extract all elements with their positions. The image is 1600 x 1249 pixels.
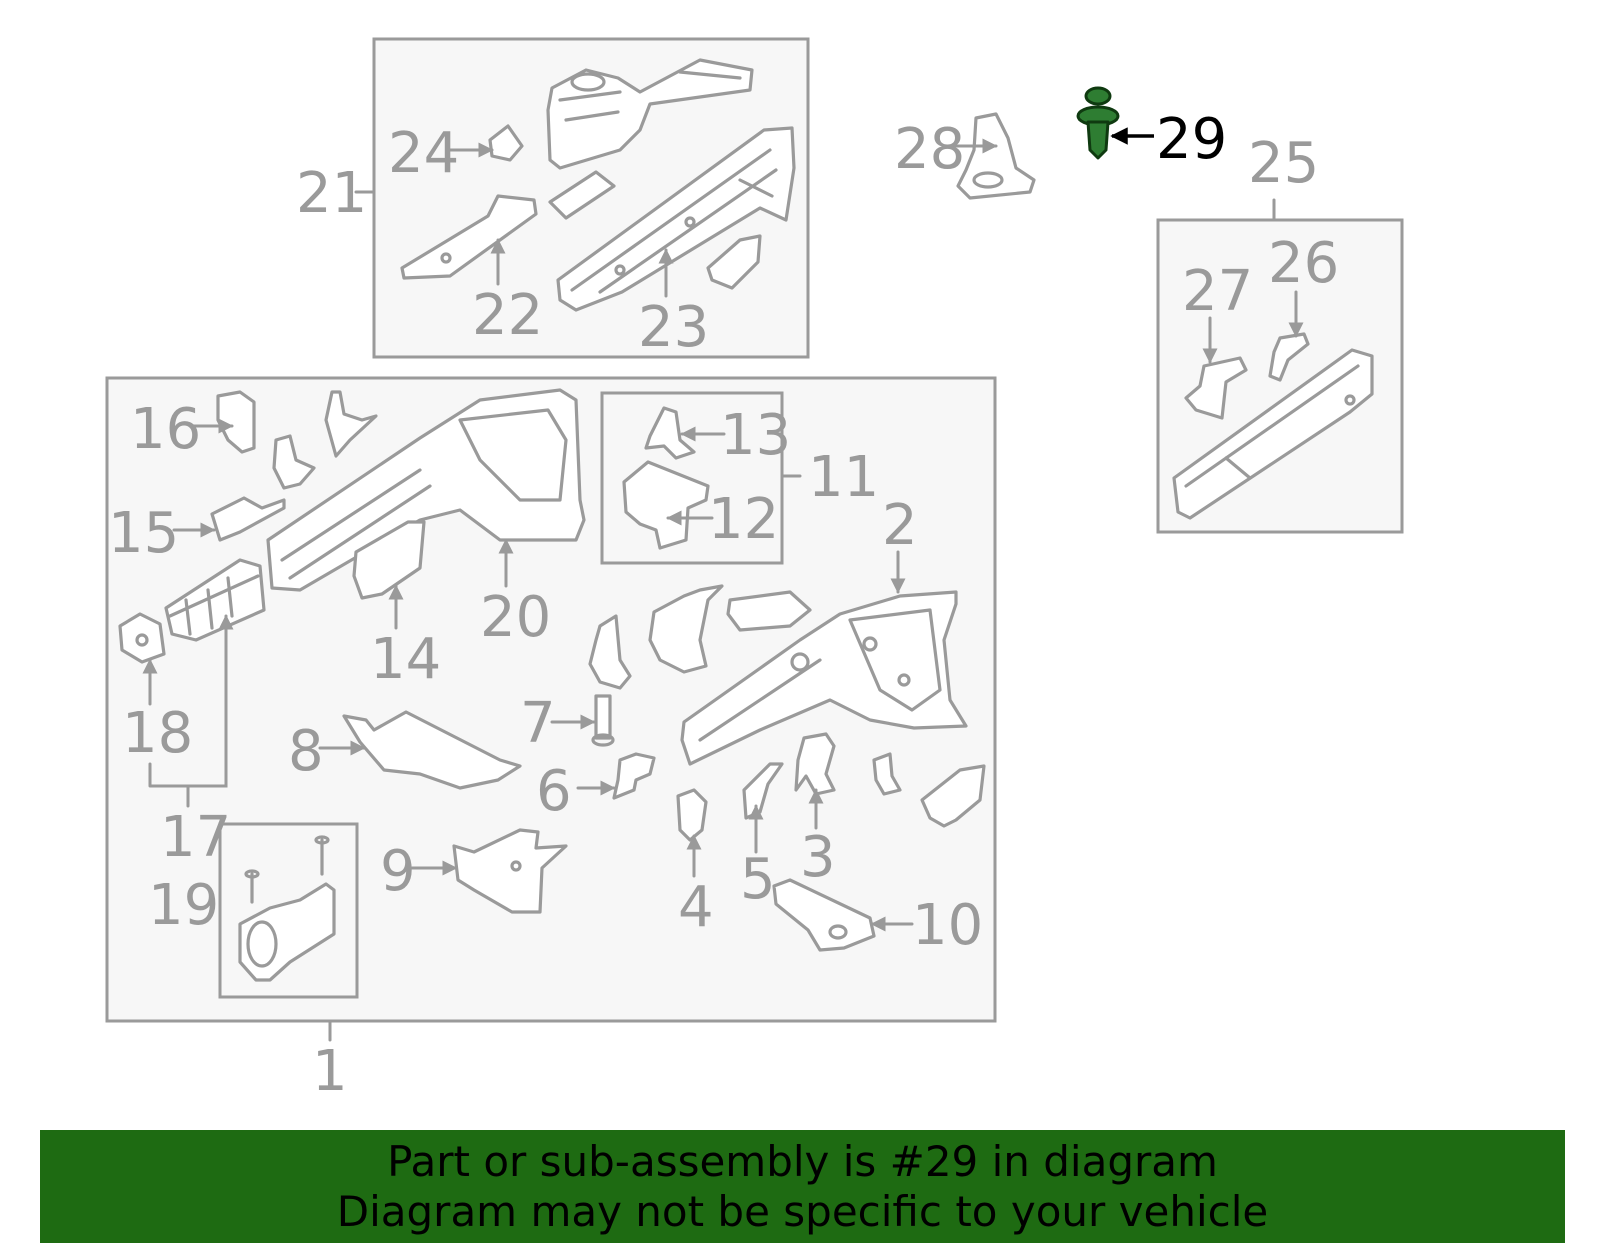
callout-20: 20	[480, 585, 551, 650]
part-18-bracket	[118, 612, 166, 664]
part-10-bracket	[772, 878, 876, 952]
callout-24: 24	[388, 121, 459, 186]
leader-lines	[142, 127, 1304, 1042]
part-4-bracket	[676, 788, 708, 842]
part-16-bracket	[216, 390, 378, 490]
callout-18: 18	[122, 701, 193, 766]
part-26-bracket	[1268, 332, 1310, 382]
callout-3: 3	[800, 825, 836, 890]
part-27-bracket	[1184, 356, 1248, 420]
callout-28: 28	[894, 117, 965, 182]
part-9-bracket	[452, 828, 568, 914]
info-banner: Part or sub-assembly is #29 in diagram D…	[40, 1130, 1565, 1243]
callout-12: 12	[708, 487, 779, 552]
part-19-bracket	[238, 835, 336, 982]
callout-17: 17	[160, 805, 231, 870]
part-2-apron	[680, 590, 968, 766]
callout-13: 13	[720, 403, 791, 468]
part-14-bracket	[352, 520, 426, 600]
part-8-bracket	[342, 710, 522, 790]
callout-9: 9	[380, 839, 416, 904]
callout-15: 15	[108, 501, 179, 566]
part-small-bracket-21	[706, 234, 762, 290]
callout-2: 2	[882, 493, 918, 558]
part-13-bracket	[644, 406, 696, 460]
callout-27: 27	[1182, 259, 1253, 324]
callout-22: 22	[472, 283, 543, 348]
callout-11: 11	[808, 445, 879, 510]
part-23-rail	[556, 126, 796, 312]
part-strut-tower-upper	[546, 58, 754, 170]
callout-26: 26	[1268, 231, 1339, 296]
callout-4: 4	[678, 875, 714, 940]
banner-line-disclaimer: Diagram may not be specific to your vehi…	[336, 1186, 1269, 1236]
part-28-bracket	[956, 112, 1036, 200]
part-3-bracket	[794, 732, 836, 796]
callout-29-highlighted: 29	[1156, 107, 1227, 172]
part-7-pin	[591, 694, 615, 747]
part-small-plate	[548, 170, 616, 220]
callout-21: 21	[296, 161, 367, 226]
callout-6: 6	[536, 759, 572, 824]
part-17-box-section	[164, 558, 266, 642]
banner-line-part-number: Part or sub-assembly is #29 in diagram	[387, 1136, 1218, 1186]
part-22-rail	[400, 194, 538, 280]
callout-8: 8	[288, 719, 324, 784]
callout-23: 23	[638, 295, 709, 360]
callout-25: 25	[1248, 131, 1319, 196]
part-mid-brackets	[588, 584, 812, 690]
callout-14: 14	[370, 627, 441, 692]
callout-19: 19	[148, 873, 219, 938]
part-right-brackets	[872, 752, 986, 828]
callout-5: 5	[740, 847, 776, 912]
callout-16: 16	[130, 397, 201, 462]
part-12-bracket	[622, 460, 710, 550]
part-25-rail	[1172, 348, 1374, 520]
part-15-bracket	[210, 496, 286, 542]
callout-10: 10	[912, 893, 983, 958]
part-6-bracket	[612, 752, 656, 800]
part-29-clip-icon	[1076, 86, 1120, 160]
callout-7: 7	[520, 691, 556, 756]
callout-1: 1	[312, 1039, 348, 1104]
